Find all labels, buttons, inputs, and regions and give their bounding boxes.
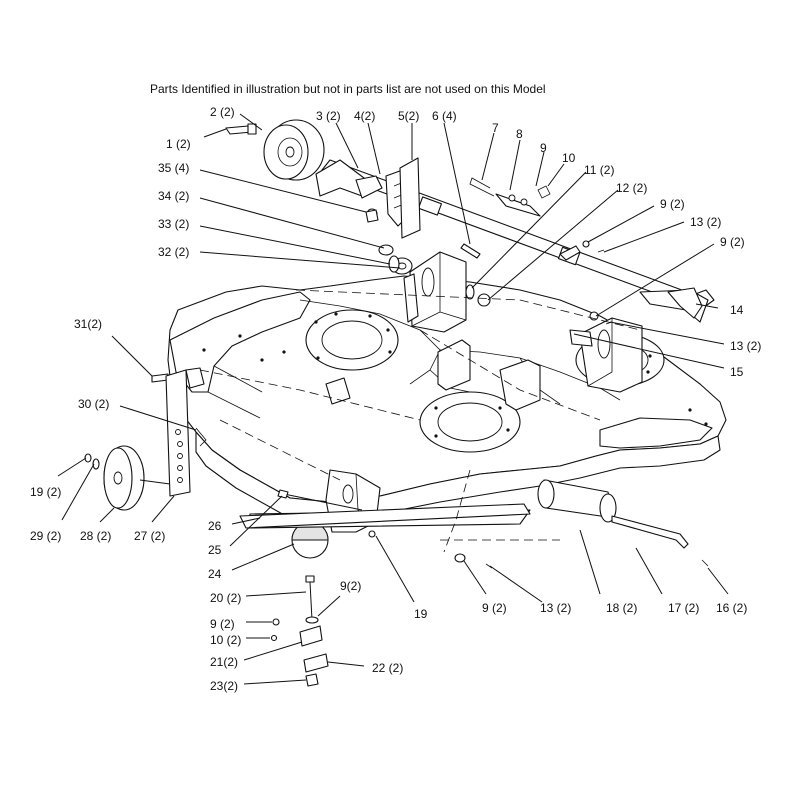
callout-35: 35 (4) bbox=[158, 161, 189, 175]
callout-27: 27 (2) bbox=[134, 529, 165, 543]
callout-9-e: 9 (2) bbox=[210, 617, 235, 631]
callout-18: 18 (2) bbox=[606, 601, 637, 615]
callout-16: 16 (2) bbox=[716, 601, 747, 615]
callout-29: 29 (2) bbox=[30, 529, 61, 543]
callout-7: 7 bbox=[492, 121, 499, 135]
callout-14: 14 bbox=[730, 303, 744, 317]
callout-19-a: 19 (2) bbox=[30, 485, 61, 499]
callout-13-c: 13 (2) bbox=[540, 601, 571, 615]
assembly-hidden-lines bbox=[199, 289, 641, 553]
callout-15: 15 bbox=[730, 365, 744, 379]
callout-25: 25 bbox=[208, 543, 222, 557]
cotter-13 bbox=[597, 249, 605, 253]
callout-22: 22 (2) bbox=[372, 661, 403, 675]
washer-9-lower bbox=[454, 553, 466, 563]
rear-wheel-plate bbox=[165, 367, 205, 497]
front-gauge-wheel bbox=[225, 119, 325, 181]
anti-scalp-roller bbox=[537, 479, 709, 567]
callout-4: 4(2) bbox=[354, 109, 375, 123]
callout-5: 5(2) bbox=[398, 109, 419, 123]
height-adjust-hardware bbox=[270, 575, 329, 687]
callout-labels: 1 (2) 2 (2) 3 (2) 4(2) 5(2) 6 (4) 7 8 9 … bbox=[30, 105, 761, 693]
washer-12 bbox=[465, 284, 475, 300]
callout-12: 12 (2) bbox=[616, 181, 647, 195]
callout-20: 20 (2) bbox=[210, 591, 241, 605]
callout-32: 32 (2) bbox=[158, 245, 189, 259]
callout-10-top: 10 bbox=[562, 151, 576, 165]
center-rear-bracket bbox=[437, 339, 541, 411]
callout-34: 34 (2) bbox=[158, 189, 189, 203]
baffle bbox=[239, 503, 531, 529]
callout-33: 33 (2) bbox=[158, 217, 189, 231]
callout-6: 6 (4) bbox=[432, 109, 457, 123]
pin-12 bbox=[559, 245, 581, 261]
bolt-6 bbox=[460, 243, 481, 259]
callout-13-a: 13 (2) bbox=[690, 215, 721, 229]
callout-31: 31(2) bbox=[74, 317, 102, 331]
callout-9-c: 9 (2) bbox=[720, 235, 745, 249]
leader-lines bbox=[57, 113, 729, 685]
callout-30: 30 (2) bbox=[78, 397, 109, 411]
callout-26: 26 bbox=[208, 519, 222, 533]
callout-8: 8 bbox=[516, 127, 523, 141]
callout-1: 1 (2) bbox=[166, 137, 191, 151]
hitch-hook-assembly bbox=[469, 177, 551, 217]
washer-9 bbox=[582, 240, 590, 248]
callout-9-b: 9 (2) bbox=[660, 197, 685, 211]
front-wheel-bracket bbox=[399, 157, 421, 239]
cotter-13-lower bbox=[485, 563, 493, 569]
callout-3: 3 (2) bbox=[316, 109, 341, 123]
rear-gauge-wheel bbox=[84, 445, 171, 511]
callout-2: 2 (2) bbox=[210, 105, 235, 119]
callout-17: 17 (2) bbox=[668, 601, 699, 615]
callout-13-b: 13 (2) bbox=[730, 339, 761, 353]
diagram-note: Parts Identified in illustration but not… bbox=[150, 82, 546, 96]
callout-24: 24 bbox=[208, 567, 222, 581]
callout-19-b: 19 bbox=[414, 607, 428, 621]
callout-23: 23(2) bbox=[210, 679, 238, 693]
callout-28: 28 (2) bbox=[80, 529, 111, 543]
pin-30 bbox=[195, 427, 207, 447]
callout-9-d: 9(2) bbox=[340, 579, 361, 593]
callout-10-b: 10 (2) bbox=[210, 633, 241, 647]
callout-9-top: 9 bbox=[540, 141, 547, 155]
callout-9-f: 9 (2) bbox=[482, 601, 507, 615]
left-deck-mount-bracket bbox=[403, 251, 467, 333]
callout-21: 21(2) bbox=[210, 655, 238, 669]
callout-11: 11 (2) bbox=[584, 163, 614, 177]
front-wheel-arm bbox=[315, 159, 415, 227]
washer-11 bbox=[477, 293, 491, 307]
